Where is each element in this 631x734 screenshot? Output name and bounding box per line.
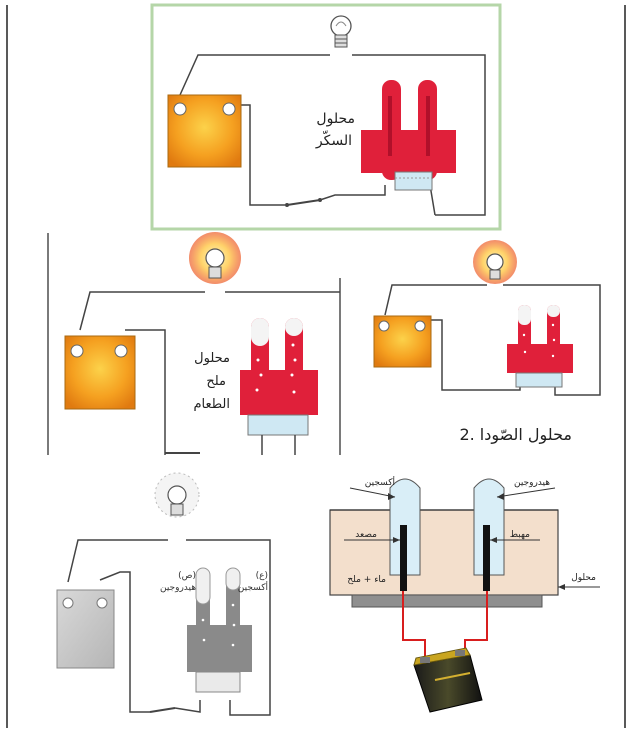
switch-icon	[285, 198, 322, 207]
light-bulb-icon	[189, 232, 241, 284]
gray-left-tube-label: (ص)	[178, 571, 196, 581]
gray-right-tube-gas: أكسجين	[238, 581, 268, 593]
sugar-cell	[361, 80, 456, 191]
solution-label: محلول	[571, 573, 596, 583]
cathode-label: مهبط	[510, 530, 530, 540]
soda-cell	[507, 305, 573, 388]
hydrogen-label: هيدروجين	[514, 478, 550, 488]
salt-solution-label-1: محلول	[194, 351, 230, 366]
battery-icon	[64, 335, 136, 410]
gray-cell	[187, 567, 252, 693]
battery-icon	[413, 647, 483, 713]
soda-solution-label: 2. محلول الصّودا	[459, 425, 572, 445]
battery-icon	[167, 94, 242, 168]
gray-left-tube-gas: هيدروجين	[160, 583, 196, 593]
gray-right-tube-label: (ع)	[256, 571, 268, 581]
light-bulb-icon	[473, 240, 517, 284]
electrolysis-bath: أكسجين هيدروجين مصعد مهبط ماء + ملح محلو…	[329, 476, 600, 713]
salt-solution-circuit: محلول ملح الطعام	[47, 232, 341, 455]
cathode-electrode	[483, 525, 490, 591]
battery-icon	[373, 315, 432, 368]
sugar-solution-label-2: السكّر	[315, 131, 352, 149]
sugar-solution-label-1: محلول	[316, 111, 355, 127]
gray-gas-collection-circuit: (ص) هيدروجين (ع) أكسجين	[56, 472, 271, 716]
light-bulb-icon	[154, 472, 200, 518]
soda-solution-circuit: 2. محلول الصّودا	[373, 240, 601, 445]
salt-solution-label-2: ملح	[206, 374, 226, 389]
anode-label: مصعد	[355, 530, 377, 540]
battery-icon	[56, 589, 115, 669]
anode-electrode	[400, 525, 407, 591]
salt-solution-label-3: الطعام	[193, 397, 230, 412]
light-bulb-icon	[330, 15, 352, 48]
oxygen-label: أكسجين	[365, 476, 395, 488]
water-salt-label: ماء + ملح	[347, 575, 386, 585]
salt-cell	[240, 318, 318, 455]
sugar-solution-circuit: محلول السكّر	[150, 3, 502, 231]
